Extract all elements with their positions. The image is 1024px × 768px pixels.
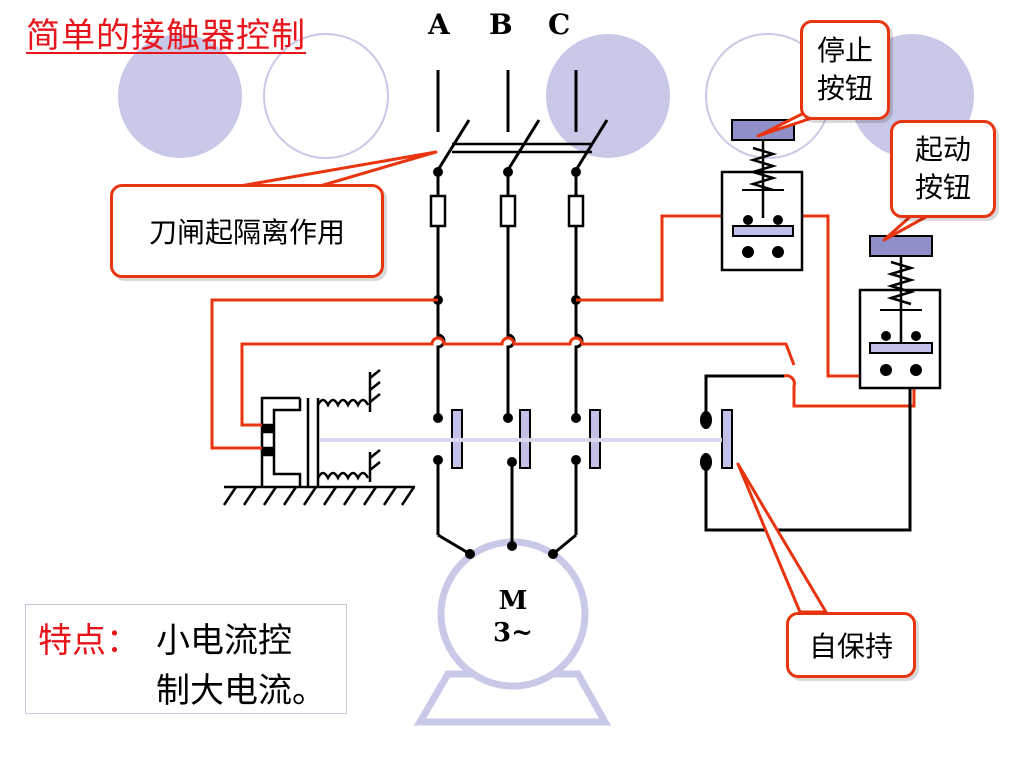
callout-self-hold: 自保持 [786,612,916,678]
phase-label-b: B [489,8,513,41]
knife-switch [436,70,609,171]
callout-stop-line2: 按钮 [816,72,873,105]
stop-button-symbol [720,119,804,272]
motor-label: M 3~ [482,585,544,649]
slide-title: 简单的接触器控制 [26,16,306,56]
aux-contact-dots [700,411,712,471]
callout-start-line1: 起动 [914,133,971,166]
feature-label: 特点： [38,621,140,661]
feature-box: 特点： 小电流控 制大电流。 [25,604,347,714]
phase-wires [436,172,584,556]
contactor-coil [222,369,416,506]
motor-symbol [413,538,611,726]
motor-label-m: M [498,586,528,616]
phase-label-a: A [428,8,450,41]
callout-start-button: 起动 按钮 [890,120,996,218]
feature-line-2: 制大电流。 [156,671,326,711]
motor-label-phase: 3~ [493,618,533,648]
callout-knife-switch: 刀闸起隔离作用 [110,184,384,278]
callout-start-line2: 按钮 [914,171,971,204]
fuses [429,194,585,228]
callout-stop-button: 停止 按钮 [800,20,890,120]
aux-contact-wiring [704,374,912,532]
feature-line-1: 小电流控 [156,621,292,661]
callout-stop-line1: 停止 [816,34,873,67]
phase-label-c: C [548,8,571,41]
start-button-symbol [858,235,942,390]
